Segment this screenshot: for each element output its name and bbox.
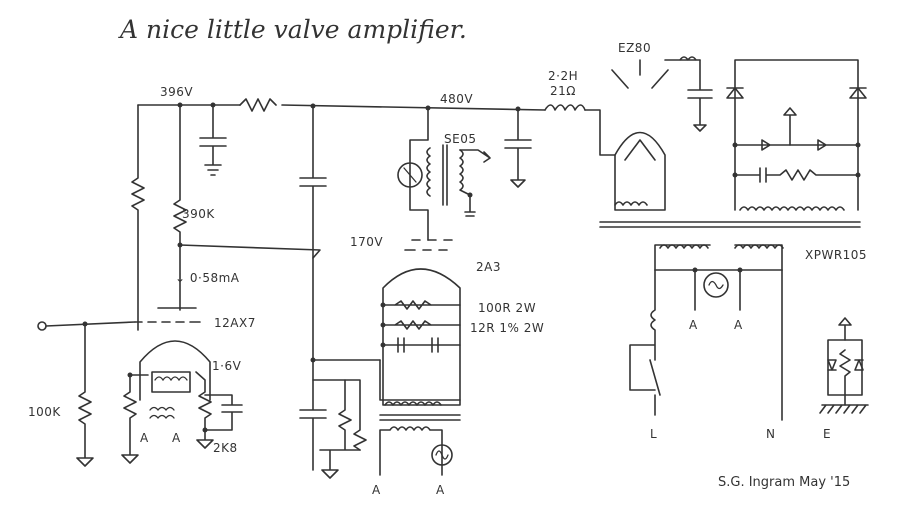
label-heater-1-6v: 1·6V bbox=[212, 359, 242, 373]
label-396v: 396V bbox=[160, 85, 193, 99]
label-12r: 12R 1% 2W bbox=[470, 321, 544, 335]
label-mains-n: N bbox=[766, 427, 775, 441]
input-stage bbox=[37, 104, 321, 467]
fuse bbox=[664, 56, 701, 61]
cathode-bypass-caps bbox=[382, 337, 461, 353]
label-170v: 170V bbox=[350, 235, 383, 249]
input-jack bbox=[37, 321, 47, 331]
label-12ax7: 12AX7 bbox=[214, 316, 256, 330]
earth-lifter bbox=[819, 317, 869, 414]
label-390k: 390K bbox=[182, 207, 215, 221]
snubber-rc bbox=[734, 167, 859, 183]
meter-lamp-icon bbox=[431, 444, 453, 466]
mains-primary bbox=[629, 244, 784, 421]
label-100r-2w: 100R 2W bbox=[478, 301, 536, 315]
mains-transformer-core bbox=[599, 221, 861, 228]
decoupling-capacitor-1 bbox=[199, 104, 227, 176]
signature: S.G. Ingram May '15 bbox=[718, 475, 850, 490]
2a3-envelope bbox=[382, 268, 461, 406]
label-a-primary-left: A bbox=[689, 318, 698, 332]
label-se05: SE05 bbox=[444, 132, 476, 146]
speaker-icon bbox=[397, 162, 423, 188]
diode-2 bbox=[849, 87, 867, 99]
rectifier-anodes bbox=[611, 59, 669, 89]
label-100k: 100K bbox=[28, 405, 61, 419]
coupling-capacitor bbox=[299, 105, 381, 361]
12ax7-envelope bbox=[139, 340, 211, 401]
diode-1 bbox=[726, 87, 744, 99]
cathode-resistor-12r bbox=[382, 320, 461, 330]
triode-heater bbox=[151, 371, 191, 393]
label-choke-h: 2·2H bbox=[548, 69, 578, 83]
smoothing-capacitor bbox=[504, 108, 532, 188]
label-a-left: A bbox=[140, 431, 149, 445]
output-transformer bbox=[397, 107, 491, 241]
bridge-diodes bbox=[734, 139, 859, 151]
label-2k8: 2K8 bbox=[213, 441, 238, 455]
label-480v: 480V bbox=[440, 92, 473, 106]
indicator-lamp-icon bbox=[703, 272, 729, 298]
label-a-meter-left: A bbox=[372, 483, 381, 497]
label-mains-e: E bbox=[823, 427, 831, 441]
power-switch bbox=[629, 269, 661, 416]
rectifier-cathode bbox=[624, 139, 656, 161]
diagram-title: A nice little valve amplifier. bbox=[118, 15, 467, 44]
hum-pot-100r bbox=[382, 300, 461, 310]
ez80-envelope bbox=[614, 131, 666, 211]
grid-leak-resistor bbox=[76, 323, 94, 467]
label-mains-l: L bbox=[650, 427, 657, 441]
label-a-right: A bbox=[172, 431, 181, 445]
label-choke-r: 21Ω bbox=[550, 84, 576, 98]
label-a-meter-right: A bbox=[436, 483, 445, 497]
rectifier-stage bbox=[599, 56, 867, 228]
heater-winding bbox=[384, 401, 442, 406]
output-stage bbox=[299, 105, 461, 479]
dropper-resistor bbox=[239, 98, 277, 112]
label-a-primary-right: A bbox=[734, 318, 743, 332]
choke-inductor bbox=[544, 104, 586, 111]
label-current: ↓ 0·58mA bbox=[175, 271, 240, 285]
label-xpwr105: XPWR105 bbox=[805, 248, 867, 262]
label-2a3: 2A3 bbox=[476, 260, 501, 274]
label-ez80: EZ80 bbox=[618, 41, 651, 55]
